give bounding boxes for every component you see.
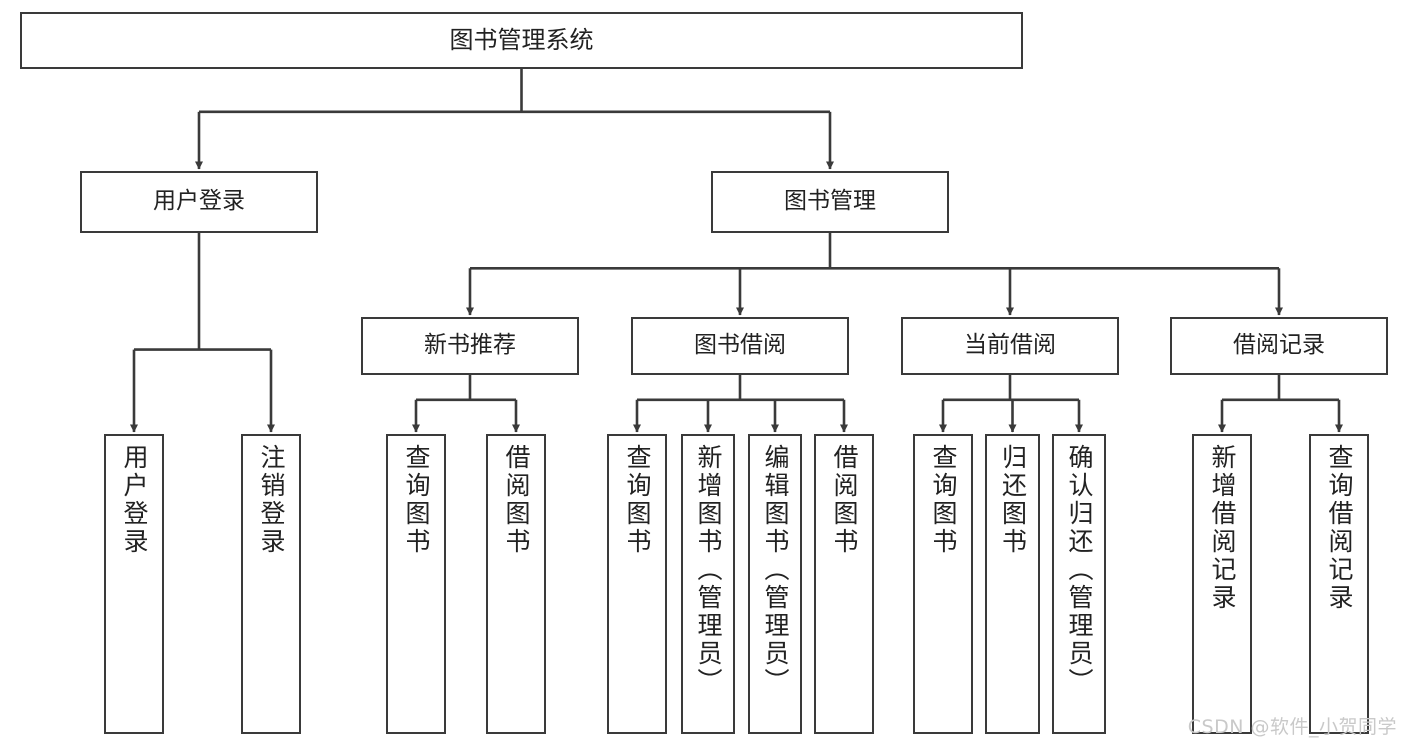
node-root-label: 图书管理系统 [449,26,594,55]
node-leaf-query-book-2-label: 查询图书 [623,444,652,556]
node-leaf-query-book-1-label: 查询图书 [402,444,431,556]
node-current-borrow-label: 当前借阅 [964,332,1056,359]
node-leaf-add-book[interactable]: 新增图书（管理员） [681,434,735,734]
node-borrow-record[interactable]: 借阅记录 [1170,317,1388,375]
node-book-manage-label: 图书管理 [784,188,876,215]
node-book-borrow[interactable]: 图书借阅 [631,317,849,375]
node-leaf-return-book-label: 归还图书 [998,444,1028,556]
node-root[interactable]: 图书管理系统 [20,12,1023,69]
node-leaf-edit-book-label: 编辑图书（管理员） [761,444,790,696]
node-leaf-logout-label: 注销登录 [257,444,286,556]
node-leaf-borrow-book-2[interactable]: 借阅图书 [814,434,874,734]
watermark: CSDN @软件_小贺同学 [1187,716,1397,738]
node-book-manage[interactable]: 图书管理 [711,171,949,233]
node-leaf-query-record-label: 查询借阅记录 [1325,444,1354,612]
node-new-book-recommend[interactable]: 新书推荐 [361,317,579,375]
node-leaf-return-book[interactable]: 归还图书 [985,434,1040,734]
node-leaf-add-book-label: 新增图书（管理员） [694,444,723,696]
node-book-borrow-label: 图书借阅 [694,332,786,359]
node-user-login-label: 用户登录 [153,188,245,215]
node-leaf-query-record[interactable]: 查询借阅记录 [1309,434,1369,734]
node-user-login[interactable]: 用户登录 [80,171,318,233]
node-leaf-borrow-book-1[interactable]: 借阅图书 [486,434,546,734]
node-leaf-query-book-1[interactable]: 查询图书 [386,434,446,734]
node-leaf-borrow-book-1-label: 借阅图书 [502,444,531,556]
node-leaf-query-book-3[interactable]: 查询图书 [913,434,973,734]
node-leaf-add-record-label: 新增借阅记录 [1208,444,1237,612]
node-leaf-logout[interactable]: 注销登录 [241,434,301,734]
node-leaf-borrow-book-2-label: 借阅图书 [830,444,859,556]
node-borrow-record-label: 借阅记录 [1233,332,1325,359]
node-leaf-query-book-2[interactable]: 查询图书 [607,434,667,734]
node-current-borrow[interactable]: 当前借阅 [901,317,1119,375]
node-new-book-recommend-label: 新书推荐 [424,332,516,359]
node-leaf-query-book-3-label: 查询图书 [929,444,958,556]
node-leaf-confirm-return-label: 确认归还（管理员） [1065,444,1094,696]
node-leaf-add-record[interactable]: 新增借阅记录 [1192,434,1252,734]
node-leaf-user-login-label: 用户登录 [120,444,149,556]
node-leaf-user-login[interactable]: 用户登录 [104,434,164,734]
node-leaf-confirm-return[interactable]: 确认归还（管理员） [1052,434,1106,734]
node-leaf-edit-book[interactable]: 编辑图书（管理员） [748,434,802,734]
